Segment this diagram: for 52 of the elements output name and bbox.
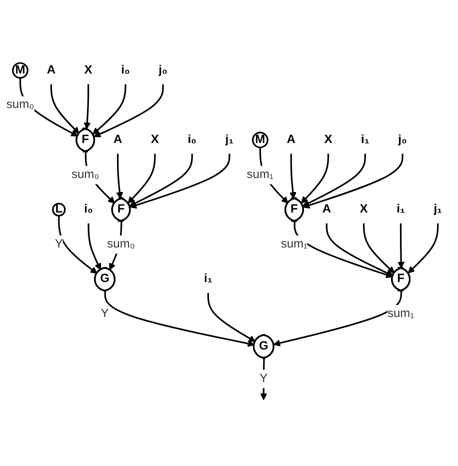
node-text: X bbox=[324, 132, 332, 146]
node-text: j₀ bbox=[398, 132, 407, 146]
arrow bbox=[398, 223, 405, 269]
arrow bbox=[130, 154, 230, 209]
edge-label: sum₁ bbox=[387, 306, 414, 320]
node-circle: M bbox=[12, 62, 28, 79]
arrow bbox=[294, 221, 393, 278]
node-text: j₁ bbox=[434, 202, 442, 216]
arrow bbox=[84, 84, 91, 130]
arrow bbox=[58, 216, 98, 274]
node-text: X bbox=[84, 63, 92, 77]
arrow bbox=[363, 223, 395, 274]
arrow bbox=[50, 84, 80, 134]
arrow bbox=[116, 154, 124, 199]
edge-label: Y bbox=[54, 237, 63, 251]
edge-label: sum₀ bbox=[6, 98, 34, 112]
arrow bbox=[408, 223, 439, 274]
edge-label: Y bbox=[100, 306, 109, 320]
node-text: i₀ bbox=[121, 63, 130, 77]
edge-label: Y bbox=[260, 371, 268, 385]
arrow bbox=[104, 290, 255, 347]
arrow bbox=[289, 154, 296, 199]
edge-label: sum₁ bbox=[246, 167, 274, 182]
arrow bbox=[88, 223, 102, 270]
node-text: i₀ bbox=[84, 202, 93, 216]
node-text: A bbox=[113, 132, 122, 146]
arrow bbox=[302, 154, 366, 206]
node-text: j₀ bbox=[158, 63, 168, 77]
arrow bbox=[273, 290, 402, 346]
node-text: i₁ bbox=[361, 132, 370, 146]
node-text: A bbox=[286, 132, 296, 146]
edge-label: sum₁ bbox=[280, 237, 308, 251]
edge-label: sum₀ bbox=[72, 167, 100, 182]
node-text: X bbox=[360, 202, 368, 216]
node-text: A bbox=[322, 202, 331, 216]
node-text: j₁ bbox=[225, 132, 234, 146]
node-text: i₁ bbox=[396, 202, 405, 216]
node-text: i₀ bbox=[188, 132, 196, 146]
node-text: X bbox=[150, 132, 159, 146]
node-text: A bbox=[46, 63, 56, 77]
node-circle: M bbox=[252, 132, 268, 148]
arrow bbox=[326, 223, 394, 276]
arrow bbox=[129, 154, 193, 206]
node-text: i₁ bbox=[204, 272, 212, 286]
node-circle: L bbox=[52, 202, 66, 216]
edge-label: sum₀ bbox=[107, 237, 135, 251]
arrow bbox=[94, 84, 164, 138]
arrow bbox=[302, 154, 404, 209]
arrow bbox=[92, 84, 126, 135]
arrow bbox=[300, 154, 330, 204]
arrow bbox=[207, 293, 256, 342]
arrow bbox=[128, 154, 156, 204]
